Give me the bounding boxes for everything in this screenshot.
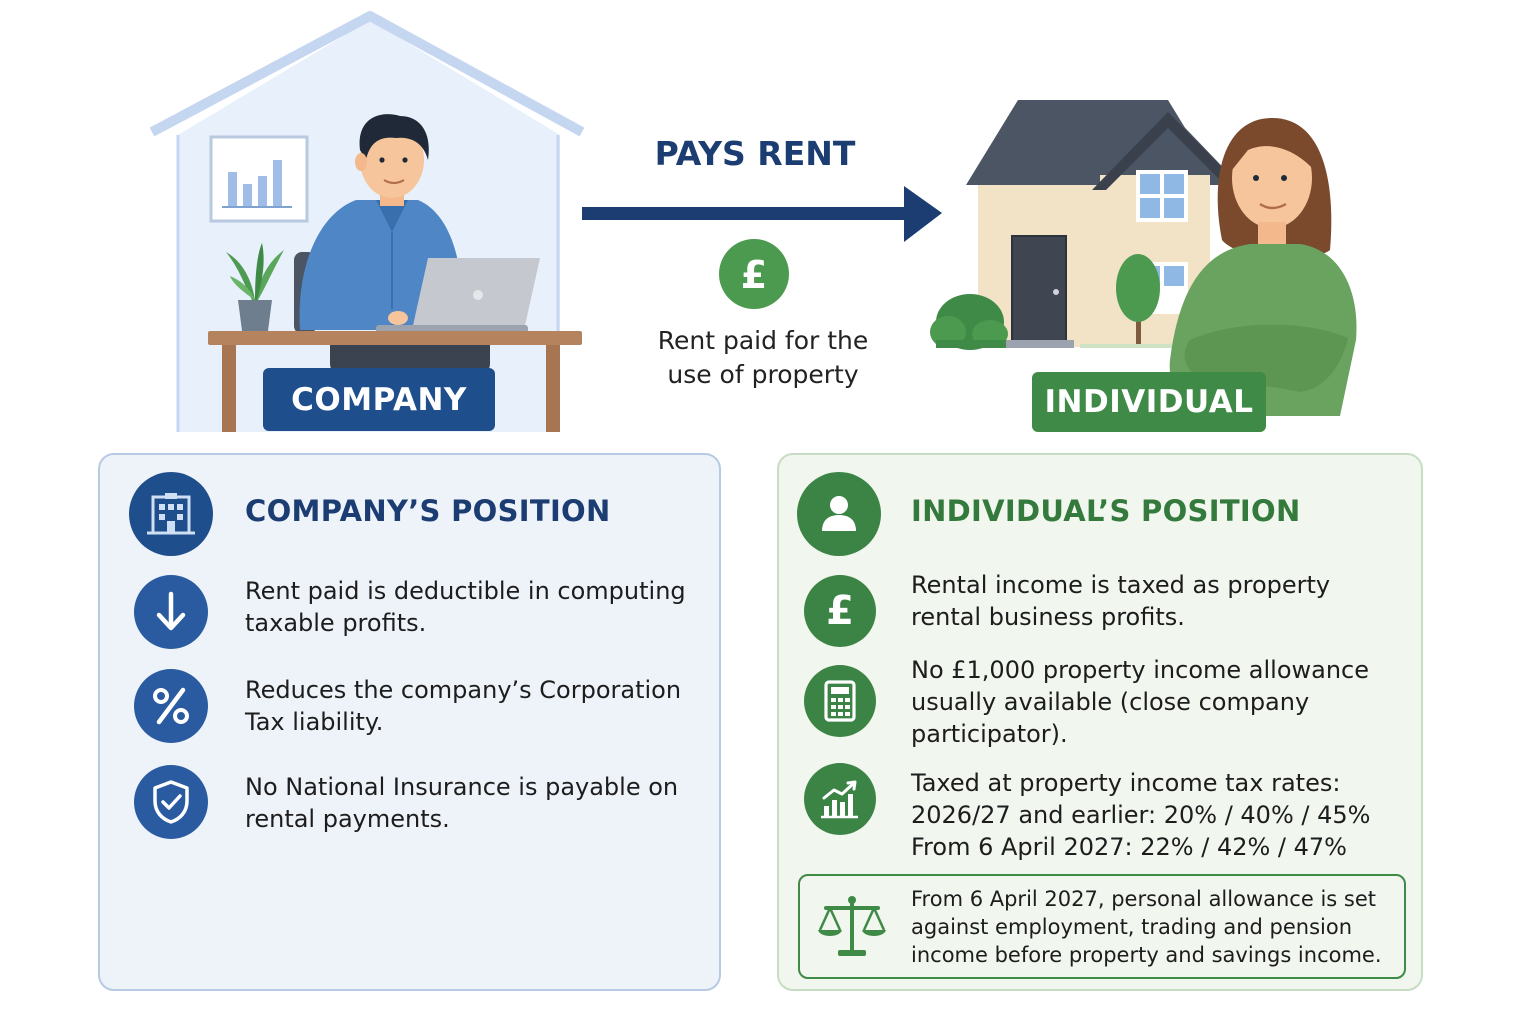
company-label: COMPANY xyxy=(263,368,495,431)
rent-caption: Rent paid for the use of property xyxy=(640,324,886,392)
individual-item-rental-income: Rental income is taxed as property renta… xyxy=(911,571,1331,631)
svg-text:£: £ xyxy=(741,253,767,297)
office-building-icon xyxy=(129,472,213,556)
company-office-illustration xyxy=(149,11,585,432)
personal-allowance-note xyxy=(798,874,1406,979)
illustration-scene: £ xyxy=(149,11,1357,432)
pound-coin-icon: £ xyxy=(719,239,789,309)
individual-position-panel xyxy=(777,453,1423,991)
calculator-icon xyxy=(804,665,876,737)
individual-item-tax-rates: Taxed at property income tax rates: 2026… xyxy=(911,769,1371,861)
individual-label: INDIVIDUAL xyxy=(1032,372,1266,432)
personal-allowance-note-text: From 6 April 2027, personal allowance is… xyxy=(911,887,1382,967)
scales-icon xyxy=(816,894,888,964)
individual-position-title: INDIVIDUAL’S POSITION xyxy=(911,494,1301,528)
pays-rent-label: PAYS RENT xyxy=(654,134,856,173)
company-position-title: COMPANY’S POSITION xyxy=(245,494,611,528)
user-icon xyxy=(797,472,881,556)
shield-check-icon xyxy=(134,765,208,839)
company-item-corporation-tax: Reduces the company’s Corporation Tax li… xyxy=(245,676,682,736)
growth-chart-icon xyxy=(804,763,876,835)
pound-icon: £ xyxy=(804,575,876,647)
rent-caption-line-1: Rent paid for the xyxy=(657,326,869,355)
pays-rent-arrow xyxy=(582,186,942,242)
individual-item-property-allowance: No £1,000 property income allowance usua… xyxy=(911,656,1370,748)
arrow-down-icon xyxy=(134,575,208,649)
company-item-deductible: Rent paid is deductible in computing tax… xyxy=(245,577,686,637)
individual-house-illustration xyxy=(930,100,1357,416)
percent-icon xyxy=(134,669,208,743)
rent-caption-line-2: use of property xyxy=(667,360,859,389)
company-item-national-insurance: No National Insurance is payable on rent… xyxy=(245,773,679,833)
